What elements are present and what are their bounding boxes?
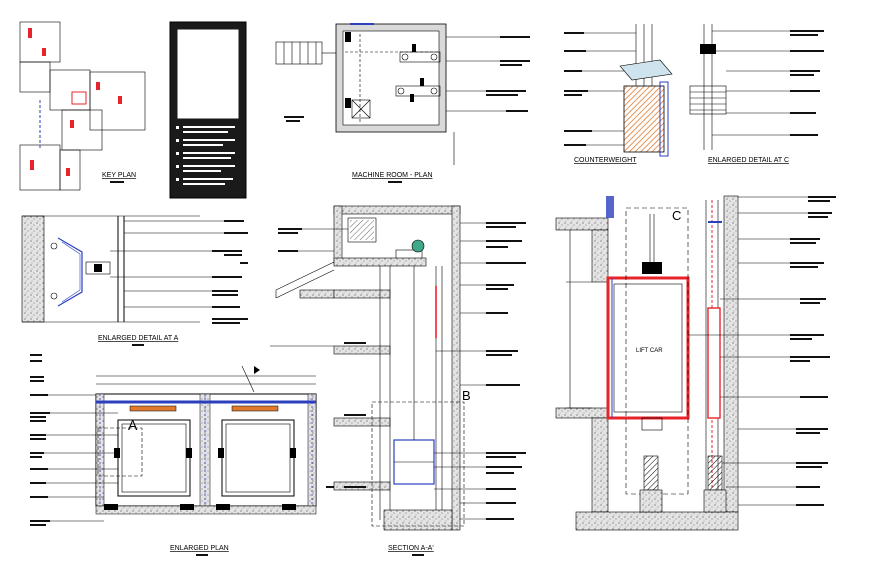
general-notes-panel [169,21,247,199]
detail-c-title: ENLARGED DETAIL AT C [708,157,789,164]
machine-room-plan: MACHINE ROOM - PLAN [275,23,530,183]
section-aa: B SECTION A-A' [270,205,526,556]
key-plan-title: KEY PLAN [102,172,136,179]
section-title: SECTION A-A' [388,545,434,552]
key-plan: KEY PLAN [19,21,146,191]
shaft-section: C LIFT CAR [555,195,836,531]
marker-b: B [462,388,471,403]
detail-a-title: ENLARGED DETAIL AT A [98,335,179,342]
counterweight-detail: COUNTERWEIGHT [564,24,673,164]
machine-room-title: MACHINE ROOM - PLAN [352,172,433,179]
enlarged-plan: A ENLARGED PLAN [30,354,340,556]
marker-c: C [672,208,681,223]
enlarged-detail-a: ENLARGED DETAIL AT A [21,215,248,346]
counterweight-title: COUNTERWEIGHT [574,157,637,164]
enlarged-detail-c: ENLARGED DETAIL AT C [689,24,824,164]
enlarged-plan-title: ENLARGED PLAN [170,545,229,552]
marker-a: A [128,417,138,433]
lift-car-label: LIFT CAR [636,348,663,354]
